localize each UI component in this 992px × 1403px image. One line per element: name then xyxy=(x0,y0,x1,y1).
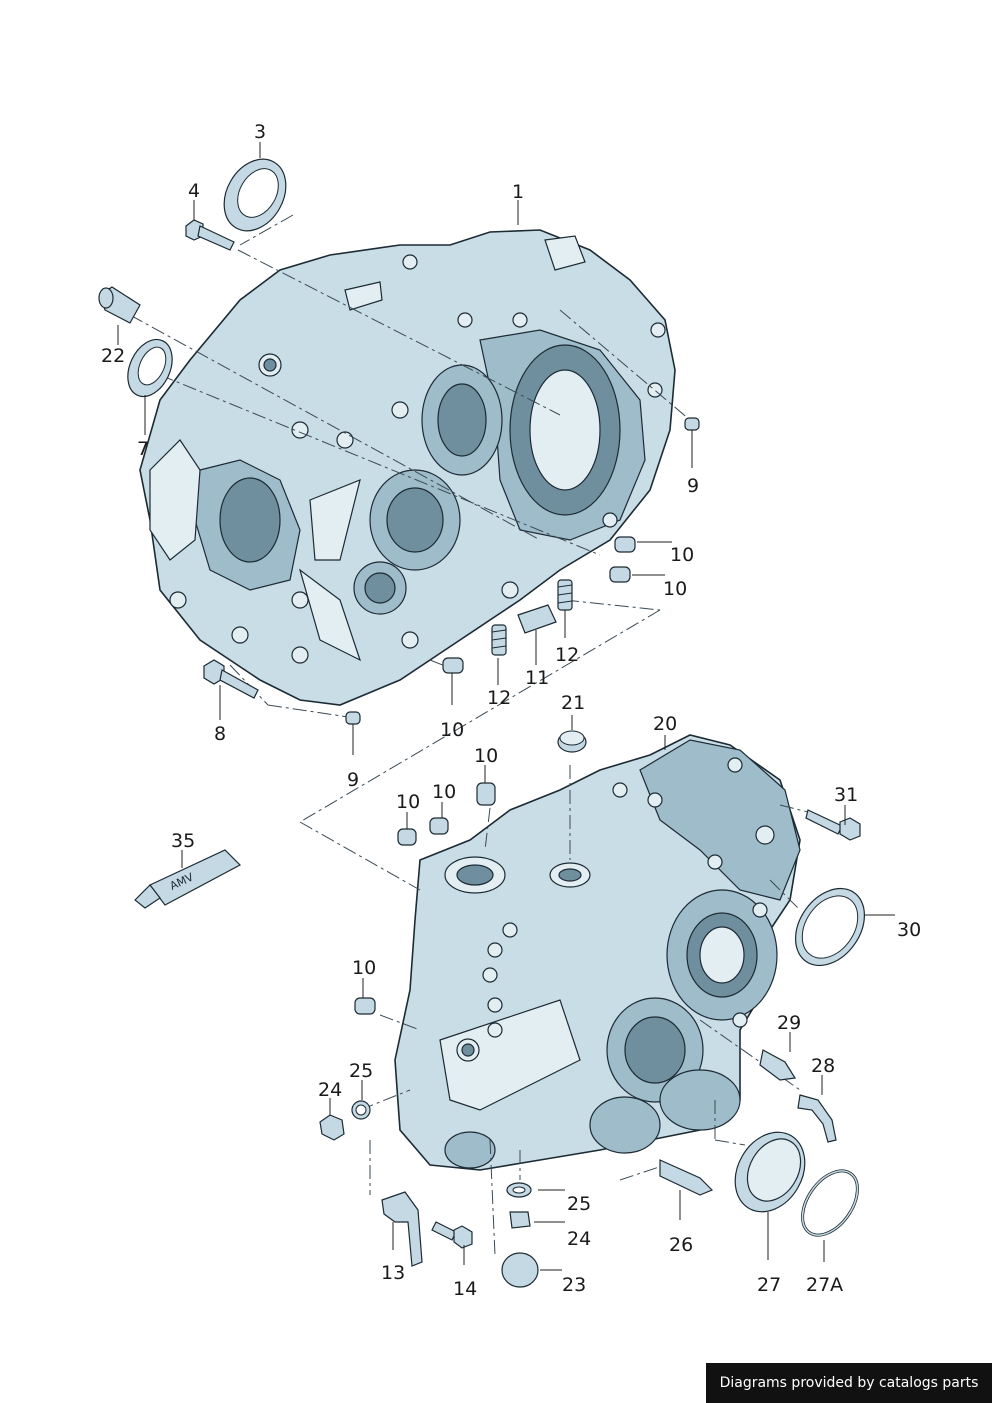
sleeves-part-10 xyxy=(354,536,636,1015)
callout-10-lower-b: 10 xyxy=(396,791,420,813)
callout-10-right-b: 10 xyxy=(663,578,687,600)
seal-ring-part-3 xyxy=(223,158,287,232)
callout-11: 11 xyxy=(525,667,549,689)
sensor-part-26 xyxy=(659,1159,714,1196)
callout-28: 28 xyxy=(811,1055,835,1077)
callout-30: 30 xyxy=(897,919,921,941)
plug-part-24a xyxy=(319,1114,345,1141)
seal-part-7 xyxy=(127,338,173,398)
washer-part-25b xyxy=(506,1182,532,1198)
cap-part-21 xyxy=(557,730,587,753)
gearbox-housing-lower xyxy=(394,734,801,1171)
callout-25-left: 25 xyxy=(349,1060,373,1082)
spring-part-12b xyxy=(557,579,573,611)
bracket-part-13 xyxy=(381,1191,423,1267)
callout-10-lower-d: 10 xyxy=(352,957,376,979)
callout-26: 26 xyxy=(669,1234,693,1256)
sleeve-part-9b xyxy=(345,711,361,725)
callout-12-right: 12 xyxy=(555,644,579,666)
callout-7: 7 xyxy=(137,438,149,460)
callout-8: 8 xyxy=(214,723,226,745)
callout-27a: 27A xyxy=(806,1274,843,1296)
bolt-part-4 xyxy=(185,219,235,251)
pin-part-22 xyxy=(98,286,141,324)
callout-24-bottom: 24 xyxy=(567,1228,591,1250)
bolt-part-14 xyxy=(431,1221,473,1249)
sleeve-part-9a xyxy=(684,417,700,431)
washer-part-25a xyxy=(351,1100,371,1120)
cover-part-27 xyxy=(734,1131,806,1213)
callout-1: 1 xyxy=(512,181,524,203)
callout-labels: 1 3 4 22 7 9 10 10 12 12 11 8 10 9 21 20… xyxy=(101,121,921,1300)
sealant-tube-part-35: AMV xyxy=(134,849,241,909)
callout-leaders xyxy=(117,142,895,1271)
callout-10-right-a: 10 xyxy=(670,544,694,566)
callout-31: 31 xyxy=(834,784,858,806)
callout-21: 21 xyxy=(561,692,585,714)
callout-27: 27 xyxy=(757,1274,781,1296)
plug-part-24b xyxy=(509,1211,531,1229)
gearbox-housing-upper xyxy=(139,229,676,706)
credit-banner: Diagrams provided by catalogs parts xyxy=(706,1363,992,1403)
callout-9-bottom: 9 xyxy=(347,769,359,791)
seal-ring-part-30 xyxy=(794,887,866,967)
callout-12-left: 12 xyxy=(487,687,511,709)
bolt-part-31 xyxy=(805,809,861,841)
callout-23: 23 xyxy=(562,1274,586,1296)
cap-part-23 xyxy=(501,1252,539,1288)
callout-4: 4 xyxy=(188,180,200,202)
callout-10-lower-a: 10 xyxy=(474,745,498,767)
spring-part-12a xyxy=(491,624,507,656)
callout-14: 14 xyxy=(453,1278,477,1300)
callout-25-bottom: 25 xyxy=(567,1193,591,1215)
circlip-part-27a xyxy=(801,1169,859,1237)
block-part-11 xyxy=(517,604,557,634)
callout-13: 13 xyxy=(381,1262,405,1284)
bolt-part-8 xyxy=(203,659,259,699)
sensor-part-29 xyxy=(759,1049,797,1081)
callout-10-lower-c: 10 xyxy=(432,781,456,803)
callout-22: 22 xyxy=(101,345,125,367)
callout-35: 35 xyxy=(171,830,195,852)
callout-29: 29 xyxy=(777,1012,801,1034)
callout-3: 3 xyxy=(254,121,266,143)
callout-10-mid: 10 xyxy=(440,719,464,741)
pipe-part-28 xyxy=(797,1094,837,1143)
callout-20: 20 xyxy=(653,713,677,735)
callout-9-top: 9 xyxy=(687,475,699,497)
callout-24-left: 24 xyxy=(318,1079,342,1101)
